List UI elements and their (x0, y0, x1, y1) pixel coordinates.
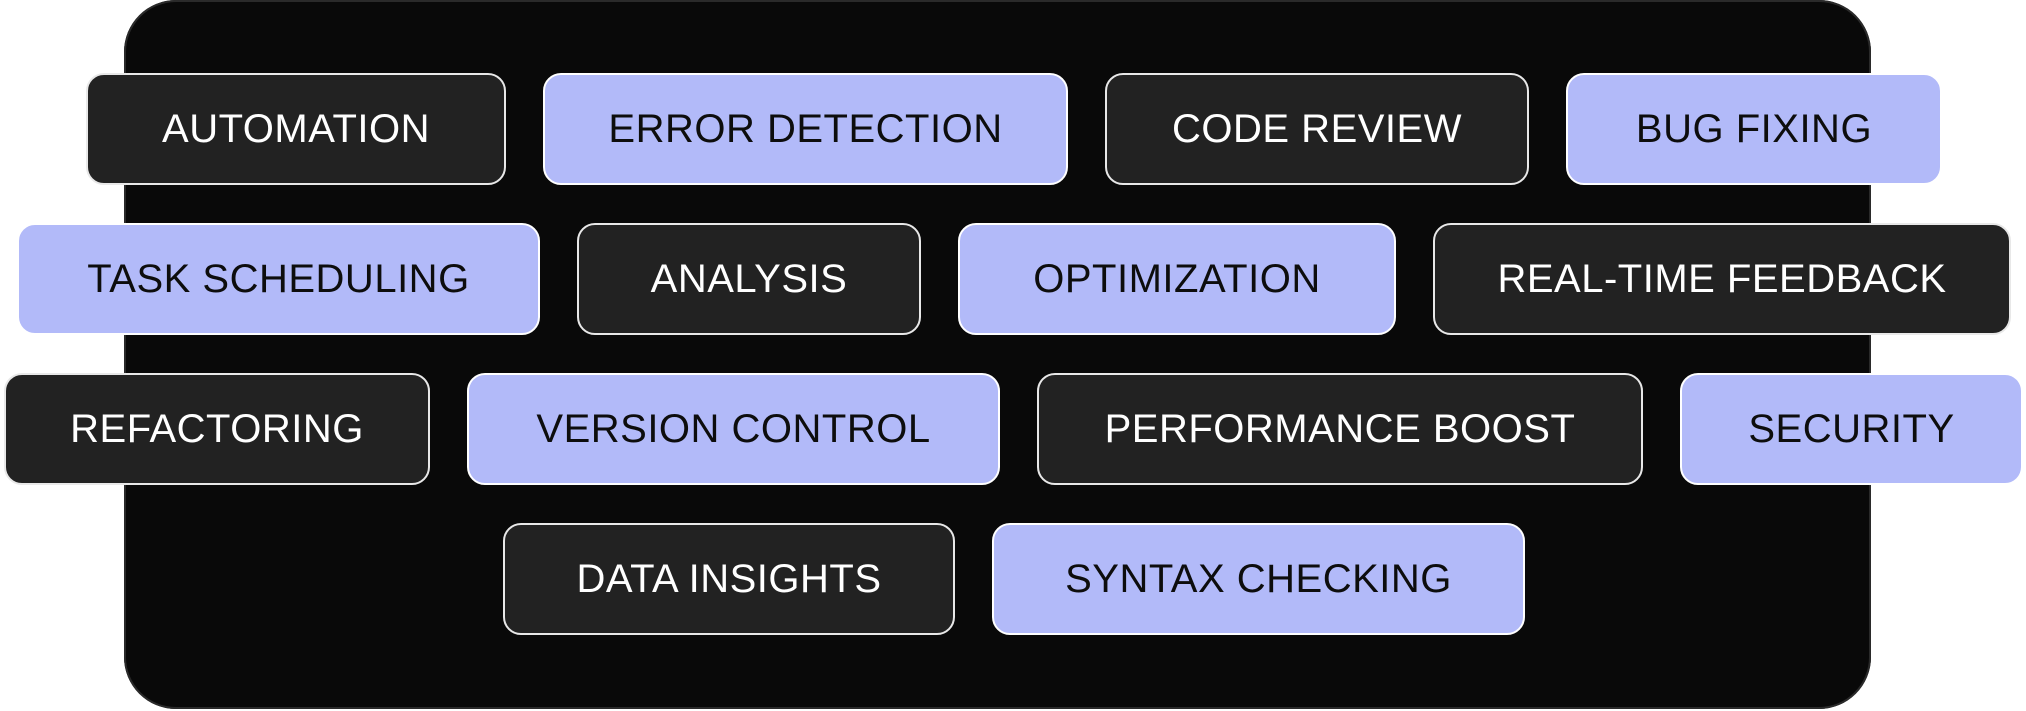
tag-security: SECURITY (1680, 373, 2023, 485)
tag-data-insights: DATA INSIGHTS (503, 523, 955, 635)
tag-code-review: CODE REVIEW (1105, 73, 1529, 185)
tag-automation: AUTOMATION (86, 73, 506, 185)
tag-task-scheduling: TASK SCHEDULING (17, 223, 540, 335)
tag-refactoring: REFACTORING (4, 373, 430, 485)
tag-syntax-checking: SYNTAX CHECKING (992, 523, 1525, 635)
tag-bug-fixing: BUG FIXING (1566, 73, 1942, 185)
tag-analysis: ANALYSIS (577, 223, 921, 335)
tag-real-time-feedback: REAL-TIME FEEDBACK (1433, 223, 2011, 335)
tag-performance-boost: PERFORMANCE BOOST (1037, 373, 1643, 485)
tag-optimization: OPTIMIZATION (958, 223, 1396, 335)
tag-error-detection: ERROR DETECTION (543, 73, 1068, 185)
tag-version-control: VERSION CONTROL (467, 373, 1000, 485)
